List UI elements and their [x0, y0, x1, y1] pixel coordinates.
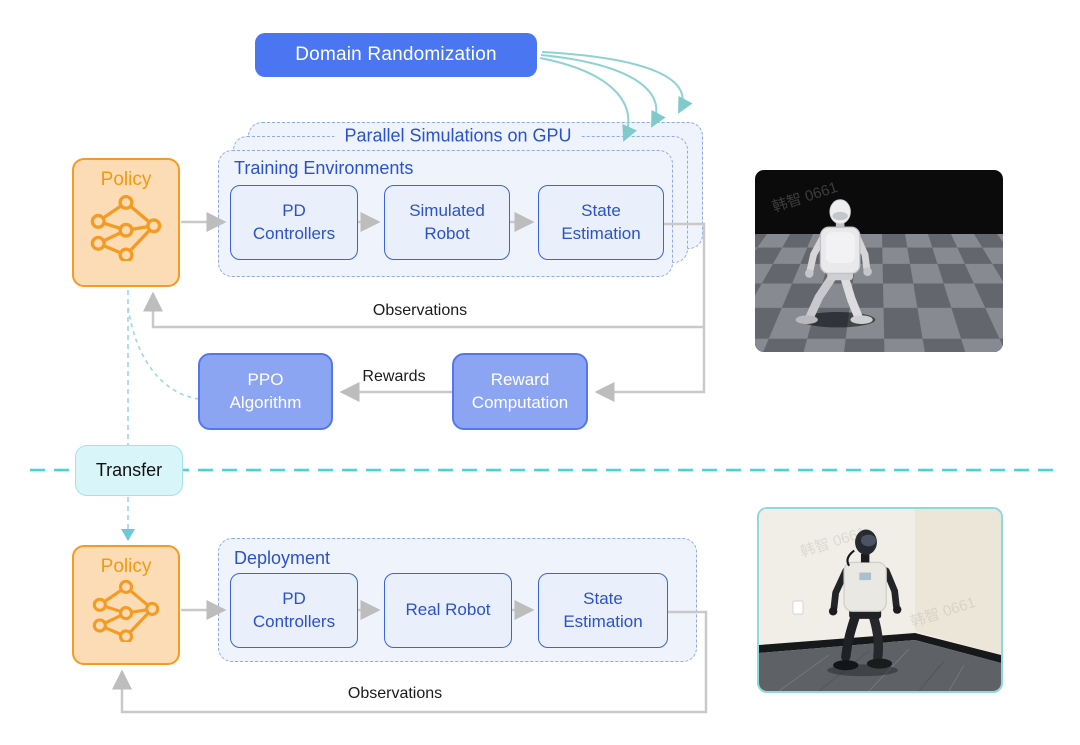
- pd-controllers-real-box: PD Controllers: [230, 573, 358, 648]
- neural-network-icon: [92, 580, 160, 642]
- neural-network-icon: [90, 195, 162, 261]
- parallel-simulations-label: Parallel Simulations on GPU: [334, 125, 582, 147]
- state-estimation-real-box: State Estimation: [538, 573, 668, 648]
- observations-real-label: Observations: [347, 685, 443, 702]
- observations-sim-label: Observations: [372, 302, 468, 319]
- rewards-label: Rewards: [362, 368, 426, 385]
- randomization-arrow-2: [540, 54, 666, 128]
- state-estimation-sim-box: State Estimation: [538, 185, 664, 260]
- transfer-arrowhead: [121, 529, 135, 541]
- policy-update-curve: [127, 305, 200, 400]
- transfer-badge: Transfer: [75, 445, 183, 496]
- real-robot-illustration: [827, 529, 902, 677]
- real-robot-image: 韩智 0661 韩智 0661: [757, 507, 1003, 693]
- policy-sim-label: Policy: [100, 169, 152, 190]
- deployment-label: Deployment: [234, 548, 331, 568]
- reward-computation-box: Reward Computation: [452, 353, 588, 430]
- sim-robot-illustration: [795, 199, 876, 328]
- real-robot-box: Real Robot: [384, 573, 512, 648]
- pd-controllers-sim-box: PD Controllers: [230, 185, 358, 260]
- sim-robot-image: 韩智 0661: [755, 170, 1003, 352]
- training-environments-label: Training Environments: [234, 158, 414, 178]
- ppo-algorithm-box: PPO Algorithm: [198, 353, 333, 430]
- simulated-robot-box: Simulated Robot: [384, 185, 510, 260]
- policy-real-box: Policy: [72, 545, 180, 665]
- policy-real-label: Policy: [100, 556, 152, 577]
- policy-sim-box: Policy: [72, 158, 180, 287]
- domain-randomization-box: Domain Randomization: [255, 33, 537, 77]
- randomization-arrow-3: [541, 51, 693, 114]
